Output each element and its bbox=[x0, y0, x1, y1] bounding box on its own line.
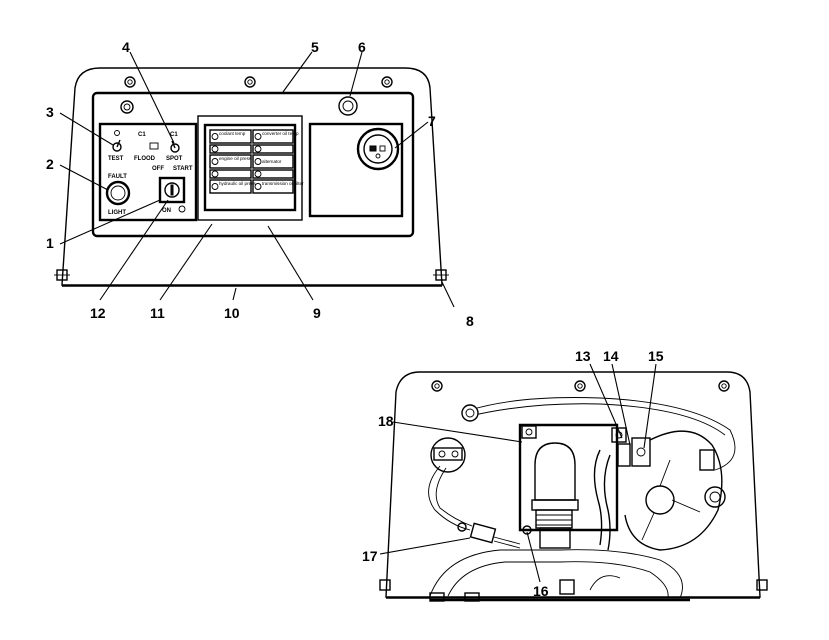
callout-numbers: 1 2 3 4 5 6 7 8 9 10 11 12 13 14 15 16 1… bbox=[46, 39, 664, 599]
callout-14: 14 bbox=[603, 348, 619, 364]
rear-plate bbox=[385, 371, 761, 598]
top-bolts bbox=[124, 76, 393, 88]
callout-4: 4 bbox=[122, 39, 130, 55]
key-switch: OFF START ON bbox=[152, 166, 193, 214]
indicator-module bbox=[203, 123, 297, 212]
receptacle-rear bbox=[430, 437, 466, 473]
relay-assembly bbox=[593, 427, 651, 551]
callout-8: 8 bbox=[466, 313, 474, 329]
switch-subpanel bbox=[98, 122, 198, 222]
indicator-lamps: coolant temp engine oil press hydraulic … bbox=[209, 129, 304, 194]
light-label: LIGHT bbox=[108, 210, 126, 216]
callout-3: 3 bbox=[46, 104, 54, 120]
indicator-r3: alternator bbox=[262, 159, 282, 164]
indicator-l1: coolant temp bbox=[219, 131, 246, 136]
callout-2: 2 bbox=[46, 156, 54, 172]
callout-1: 1 bbox=[46, 235, 54, 251]
callout-13: 13 bbox=[575, 348, 591, 364]
test-switch: TEST bbox=[108, 130, 124, 162]
indicator-module-frame bbox=[197, 115, 303, 221]
off-label: OFF bbox=[152, 166, 164, 172]
flood-spot-switch: C1 C1 FLOOD SPOT bbox=[134, 132, 183, 162]
instrument-panel-assembly: TEST C1 C1 FLOOD SPOT FAULT LIGHT OFF ST… bbox=[54, 51, 455, 308]
lamp-housing bbox=[531, 442, 579, 549]
inner-panel bbox=[91, 91, 415, 238]
start-label: START bbox=[173, 166, 193, 172]
rear-view-assembly bbox=[379, 363, 768, 602]
fault-light: FAULT LIGHT bbox=[105, 174, 131, 216]
indicator-l5: hydraulic oil press bbox=[219, 181, 256, 186]
rear-bolts bbox=[379, 380, 768, 591]
svg-text:C1: C1 bbox=[138, 132, 146, 138]
flood-label: FLOOD bbox=[134, 156, 156, 162]
mounting-bracket bbox=[518, 423, 619, 532]
flood-spot-switch-rear bbox=[624, 430, 726, 551]
callout-16: 16 bbox=[533, 583, 549, 599]
callout-5: 5 bbox=[311, 39, 319, 55]
indicator-r1: converter oil temp bbox=[262, 131, 299, 136]
receptacle-subpanel bbox=[308, 122, 404, 218]
indicator-r5: transmission oil filter bbox=[262, 181, 304, 186]
fault-label: FAULT bbox=[108, 174, 127, 180]
side-bolts bbox=[54, 269, 449, 281]
bottom-leader-lines bbox=[379, 363, 657, 583]
svg-text:C1: C1 bbox=[170, 132, 178, 138]
callout-6: 6 bbox=[358, 39, 366, 55]
callout-12: 12 bbox=[90, 305, 106, 321]
callout-15: 15 bbox=[648, 348, 664, 364]
receptacle bbox=[356, 127, 400, 171]
callout-18: 18 bbox=[378, 413, 394, 429]
cover-plate bbox=[61, 67, 443, 286]
callout-9: 9 bbox=[313, 305, 321, 321]
callout-10: 10 bbox=[224, 305, 240, 321]
callout-11: 11 bbox=[150, 305, 165, 321]
spot-label: SPOT bbox=[166, 156, 183, 162]
indicator-l3: engine oil press bbox=[219, 156, 252, 161]
on-label: ON bbox=[162, 208, 171, 214]
callout-17: 17 bbox=[362, 548, 378, 564]
callout-7: 7 bbox=[428, 113, 436, 129]
test-label: TEST bbox=[108, 156, 124, 162]
harness-connector bbox=[457, 522, 521, 549]
top-leader-lines bbox=[59, 51, 455, 308]
